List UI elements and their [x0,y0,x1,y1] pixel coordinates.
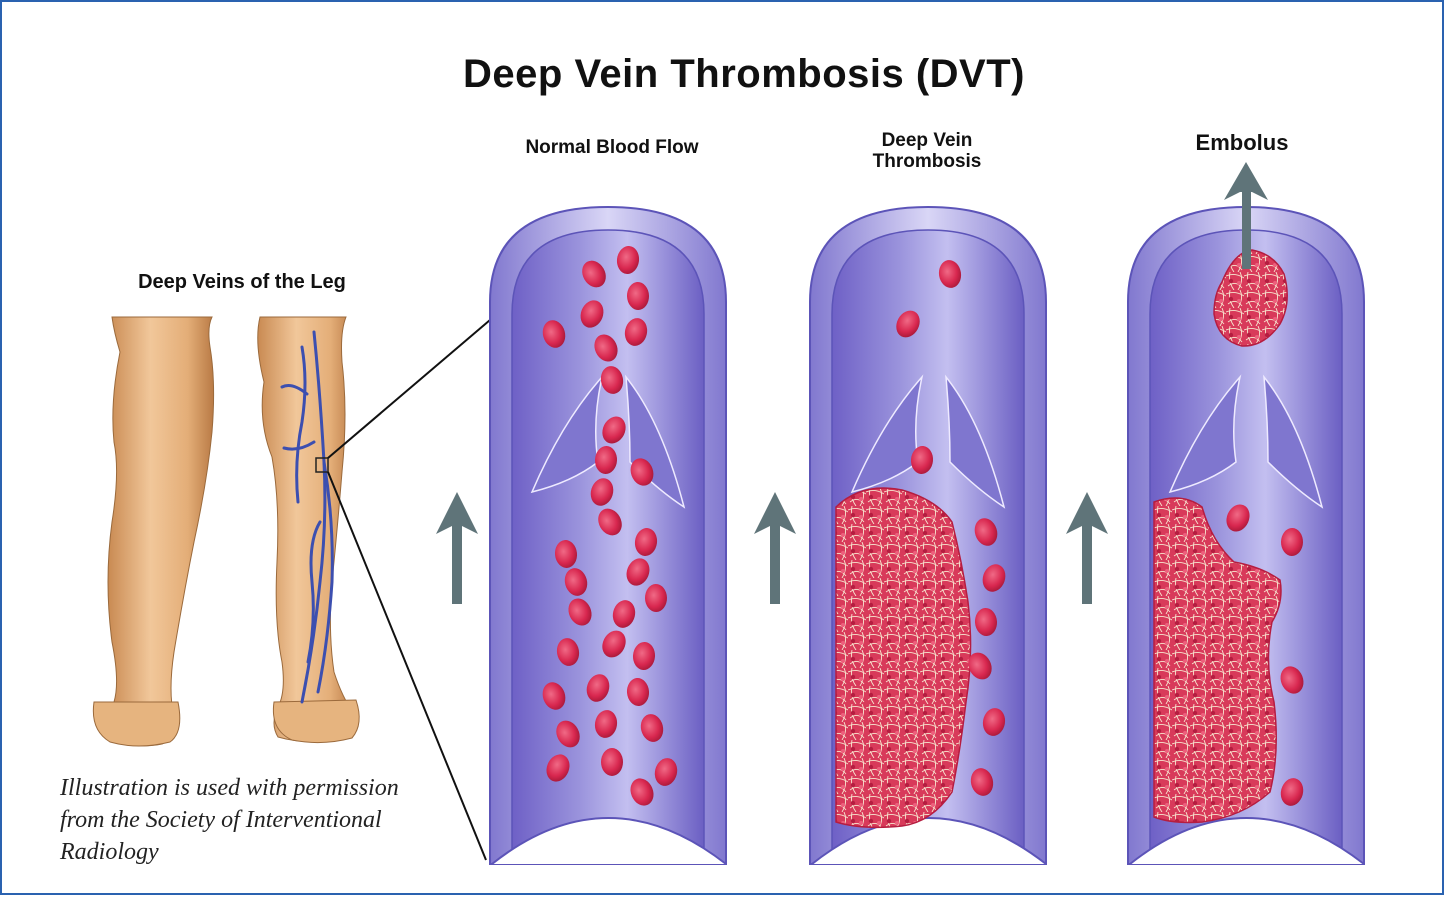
vein-deep-vein-thrombosis [810,207,1046,864]
red-blood-cell [601,748,623,776]
zoom-line-top [328,320,490,458]
flow-arrow-2 [754,492,796,604]
left-leg [108,317,214,746]
right-heel [273,700,359,743]
thrombus [836,488,971,827]
flow-arrow-3 [1066,492,1108,604]
left-heel [93,702,179,746]
legs-illustration [93,317,359,746]
flow-arrow-1 [436,492,478,604]
vein-embolus [1128,207,1364,864]
permission-caption: Illustration is used with permission fro… [60,772,440,868]
